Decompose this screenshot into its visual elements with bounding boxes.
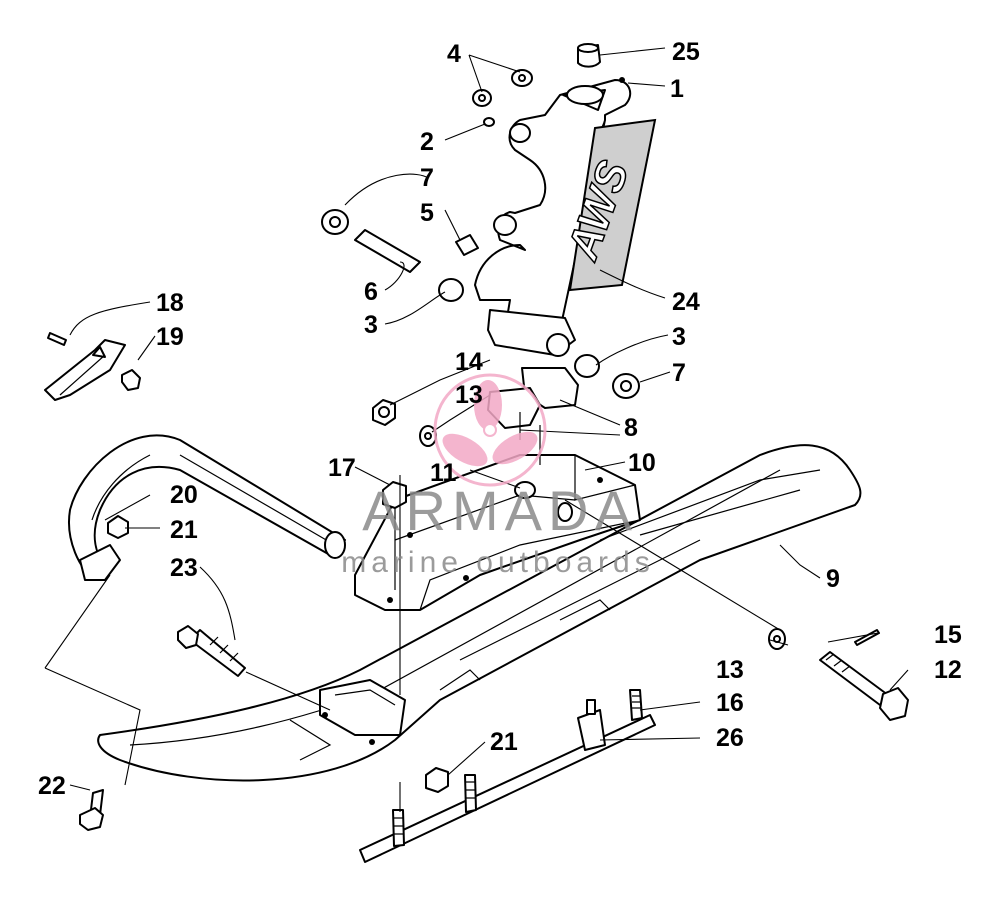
cap-plug [577, 43, 601, 68]
cotter-pin [854, 629, 880, 646]
callout-17: 17 [328, 454, 356, 482]
spindle-bolt [819, 651, 909, 721]
washer-bolt [768, 628, 786, 650]
callout-7: 7 [420, 164, 434, 192]
handle-bolt [79, 789, 104, 831]
callout-2: 2 [420, 128, 434, 156]
callout-14: 14 [455, 348, 483, 376]
callout-3: 3 [364, 311, 378, 339]
skid-nut [121, 369, 141, 391]
nut-lower [372, 399, 396, 426]
nut-upper [472, 89, 492, 107]
callout-12: 12 [934, 656, 962, 684]
callout-20: 20 [170, 481, 198, 509]
propeller-logo [433, 373, 547, 487]
callout-21: 21 [170, 516, 198, 544]
callout-13: 13 [455, 381, 483, 409]
spacer-block [487, 367, 579, 465]
handle-nut-lower [425, 767, 449, 793]
ski-handle [68, 434, 346, 581]
watermark-brand: ARMADA [362, 479, 638, 542]
watermark-tagline: marine outboards [341, 546, 654, 579]
bushing-left [321, 209, 464, 302]
callout-18: 18 [156, 289, 184, 317]
callout-15: 15 [934, 621, 962, 649]
callout-8: 8 [624, 414, 638, 442]
grease-fitting [483, 117, 495, 127]
washer-upper [511, 69, 533, 87]
callout-22: 22 [38, 772, 66, 800]
callout-4: 4 [447, 40, 461, 68]
handle-bolt-long [177, 625, 246, 677]
bushing-small [455, 234, 479, 256]
callout-9: 9 [826, 565, 840, 593]
callout-11: 11 [430, 459, 457, 487]
callout-25: 25 [672, 38, 700, 66]
wear-bar-stud [577, 699, 606, 751]
callout-10: 10 [628, 449, 656, 477]
callout-19: 19 [156, 323, 184, 351]
armada-watermark: ARMADA marine outboards [341, 373, 654, 579]
callout-6: 6 [364, 278, 378, 306]
callout-7: 7 [672, 359, 686, 387]
leader-lines [44, 47, 909, 812]
callout-5: 5 [420, 199, 434, 227]
callout-13: 13 [716, 656, 744, 684]
callout-16: 16 [716, 689, 744, 717]
callout-21: 21 [490, 728, 518, 756]
wear-bar [359, 689, 656, 863]
skid-screw [47, 332, 67, 346]
callout-3: 3 [672, 323, 686, 351]
callout-1: 1 [670, 75, 684, 103]
ski-skid [44, 339, 126, 401]
callout-26: 26 [716, 724, 744, 752]
callout-labels: 1 2 3 3 4 5 6 7 7 8 9 10 11 12 13 13 14 … [38, 38, 962, 800]
ski-body [97, 444, 862, 782]
callout-24: 24 [672, 288, 700, 316]
shaft-bushing [354, 229, 421, 273]
spindle-base [354, 454, 641, 611]
callout-23: 23 [170, 554, 198, 582]
handle-nut [107, 515, 129, 539]
bushing-right [574, 354, 640, 399]
